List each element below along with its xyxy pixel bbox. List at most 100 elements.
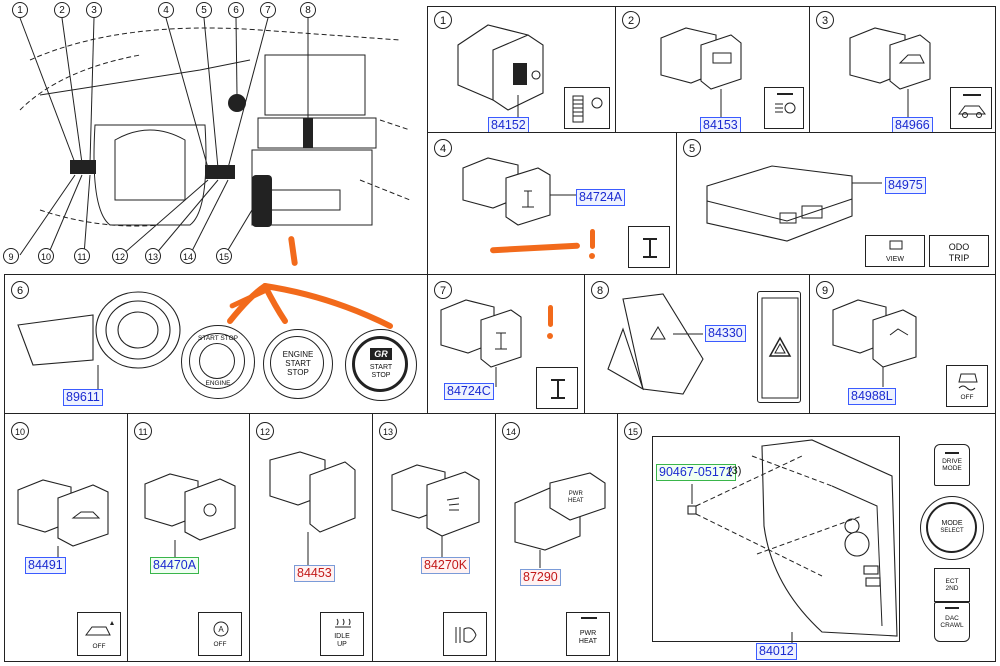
- svg-text:A: A: [218, 625, 224, 634]
- panel-12: 12 84453 IDLE UP: [249, 413, 373, 662]
- screw-part-number[interactable]: 90467-05172: [656, 464, 736, 481]
- panel-number: 3: [816, 11, 834, 29]
- switch-illustration: [17, 479, 109, 562]
- callout-14[interactable]: 14: [180, 248, 196, 264]
- knob3-line1: START: [369, 364, 393, 371]
- panel-number: 2: [622, 11, 640, 29]
- switch-illustration: [660, 27, 742, 118]
- off-label: OFF: [213, 641, 227, 648]
- part-number[interactable]: 84152: [488, 117, 529, 134]
- switch-illustration: [440, 299, 522, 387]
- part-number[interactable]: 84270K: [421, 557, 471, 574]
- knob2-line2: START: [285, 359, 311, 368]
- callout-12[interactable]: 12: [112, 248, 128, 264]
- knob3-line2: STOP: [371, 372, 391, 379]
- idle-label: IDLE: [334, 633, 350, 640]
- switch-icon-box: OFF: [77, 612, 121, 656]
- part-number[interactable]: 84470A: [150, 557, 200, 574]
- hazard-button-icon: [757, 291, 801, 403]
- part-number[interactable]: 84453: [294, 565, 335, 582]
- callout-10[interactable]: 10: [38, 248, 54, 264]
- panel-11: 11 84470A A OFF: [127, 413, 250, 662]
- knob1-bottom-text: ENGINE: [205, 380, 231, 387]
- select-label: SELECT: [940, 528, 964, 534]
- switch-icon-box: OFF: [946, 365, 988, 407]
- part-number[interactable]: 87290: [520, 569, 561, 586]
- panel-3: 3 84966: [809, 6, 996, 134]
- off-label: OFF: [960, 394, 974, 401]
- switch-icon-box: [764, 87, 804, 129]
- dashboard-drawing: [19, 17, 411, 256]
- callout-1[interactable]: 1: [12, 2, 28, 18]
- 4wd-lock-icon: [551, 379, 565, 399]
- odo-label: ODO: [948, 242, 970, 252]
- panel-number: 11: [134, 422, 152, 440]
- panel-5: 5 84975 VIEW ODO TRIP: [676, 132, 996, 275]
- pwr-label: PWR: [579, 630, 597, 637]
- part-number[interactable]: 84330: [705, 325, 746, 342]
- panel-number: 8: [591, 281, 609, 299]
- part-number[interactable]: 84724A: [576, 189, 626, 206]
- power-heat-icon: [581, 617, 597, 619]
- part-number[interactable]: 84724C: [444, 383, 494, 400]
- callout-8[interactable]: 8: [300, 2, 316, 18]
- part-number[interactable]: 84491: [25, 557, 66, 574]
- part-number[interactable]: 84988L: [848, 388, 896, 405]
- part-number[interactable]: 89611: [63, 389, 103, 406]
- callout-3[interactable]: 3: [86, 2, 102, 18]
- screw-quantity: (3): [728, 465, 742, 477]
- panel-4: 4 84724A: [427, 132, 677, 275]
- heat-label: HEAT: [578, 638, 598, 645]
- panel-number: 7: [434, 281, 452, 299]
- callout-13[interactable]: 13: [145, 248, 161, 264]
- callout-7[interactable]: 7: [260, 2, 276, 18]
- switch-icon-box: [950, 87, 992, 129]
- dimmer-icon: [572, 95, 603, 123]
- panel-number: 9: [816, 281, 834, 299]
- callout-4[interactable]: 4: [158, 2, 174, 18]
- panel-number: 5: [683, 139, 701, 157]
- rear-sensor-off-icon: [85, 621, 114, 636]
- start-stop-knob-gr[interactable]: GR START STOP: [345, 329, 417, 401]
- switch-icon-box: A OFF: [198, 612, 242, 656]
- panel-10: 10 84491 OFF: [4, 413, 128, 662]
- console-frame: [652, 436, 900, 642]
- switch-icon-box: [443, 612, 487, 656]
- panel-number: 13: [379, 422, 397, 440]
- heater-icon: [335, 618, 351, 628]
- start-stop-knob-1[interactable]: START STOP ENGINE: [181, 325, 255, 399]
- view-button-icon: VIEW: [865, 235, 925, 267]
- switch-illustration: [457, 24, 544, 130]
- callout-5[interactable]: 5: [196, 2, 212, 18]
- annotation-dot: [589, 253, 595, 259]
- annotation-arcs: [227, 283, 393, 329]
- hazard-switch-illustration: [607, 293, 704, 395]
- part-number[interactable]: 84966: [892, 117, 933, 134]
- mode-select-dial[interactable]: MODE SELECT: [920, 496, 984, 560]
- callout-11[interactable]: 11: [74, 248, 90, 264]
- annotation-exclaim: [548, 305, 553, 327]
- callout-2[interactable]: 2: [54, 2, 70, 18]
- panel-9: 9 84988L OFF: [809, 274, 996, 414]
- center-console-illustration: [687, 439, 898, 652]
- panel-7: 7 84724C: [427, 274, 585, 414]
- odo-trip-button-icon: ODO TRIP: [929, 235, 989, 267]
- switch-icon-box: [564, 87, 610, 129]
- start-stop-switch-illustration: [17, 291, 181, 395]
- panel-8: 8 84330: [584, 274, 810, 414]
- panel-number: 14: [502, 422, 520, 440]
- part-number[interactable]: 84012: [756, 643, 797, 660]
- start-stop-knob-2[interactable]: ENGINE START STOP: [263, 329, 333, 399]
- callout-6[interactable]: 6: [228, 2, 244, 18]
- auto-stop-start-off-icon: A: [213, 621, 229, 637]
- switch-illustration: [849, 27, 931, 118]
- callout-9[interactable]: 9: [3, 248, 19, 264]
- panel-1: 1 84152: [427, 6, 617, 134]
- callout-15[interactable]: 15: [216, 248, 232, 264]
- part-number[interactable]: 84975: [885, 177, 926, 194]
